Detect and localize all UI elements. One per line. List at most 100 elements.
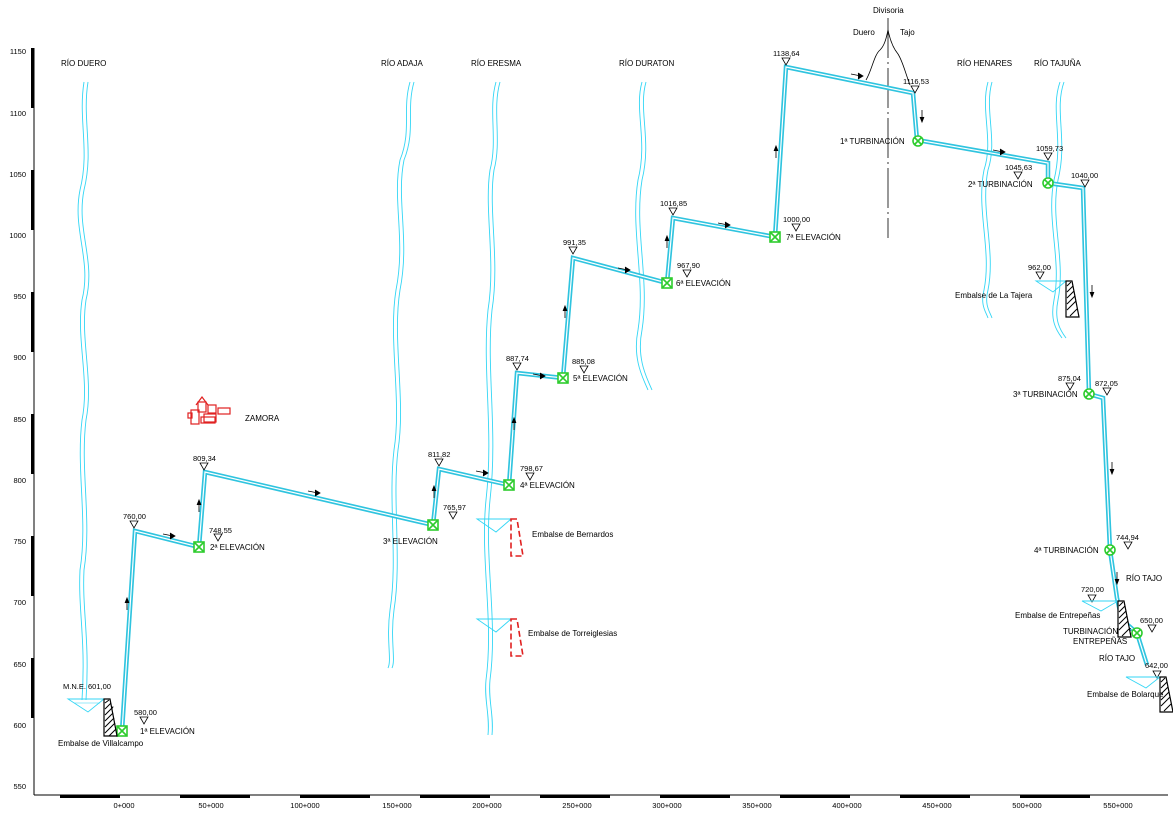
river-duero-course — [77, 81, 90, 701]
reservoir-entrepenas: Embalse de Entrepeñas — [1015, 600, 1132, 638]
elev-760: 760,00 — [123, 512, 146, 521]
elev-967: 967,90 — [677, 261, 700, 270]
label-turbinacion-2: 2ª TURBINACIÓN — [968, 180, 1033, 189]
label-turbinacion-3: 3ª TURBINACIÓN — [1013, 390, 1078, 399]
river-label-henares: RÍO HENARES — [957, 59, 1012, 68]
elev-744: 744,94 — [1116, 533, 1139, 542]
label-turbinacion-entrepenas-2: ENTREPEÑAS — [1073, 637, 1127, 646]
river-henares-course — [981, 81, 993, 319]
divide-left-label: Duero — [853, 28, 875, 37]
turbine-station-3 — [1083, 388, 1095, 400]
y-tick-900: 900 — [13, 353, 26, 362]
pump-station-7 — [769, 231, 781, 243]
reservoir-bolarque: Embalse de Bolarque — [1087, 676, 1173, 713]
elev-811: 811,82 — [428, 450, 450, 459]
label-turbinacion-1: 1ª TURBINACIÓN — [840, 137, 905, 146]
label-elevacion-2: 2ª ELEVACIÓN — [210, 543, 265, 552]
elev-1059: 1059,73 — [1036, 144, 1063, 153]
x-tick-400: 400+000 — [832, 801, 861, 810]
city-label: ZAMORA — [245, 414, 280, 423]
y-tick-700: 700 — [13, 598, 26, 607]
river-label-eresma: RÍO ERESMA — [471, 59, 522, 68]
reservoir-torreiglesias-label: Embalse de Torreiglesias — [528, 629, 617, 638]
reservoir-villalcampo: Embalse de Villalcampo — [58, 698, 144, 748]
river-label-duero: RÍO DUERO — [61, 59, 106, 68]
pump-station-1 — [116, 725, 128, 737]
y-tick-650: 650 — [13, 660, 26, 669]
elev-748: 748,55 — [209, 526, 232, 535]
river-label-duraton: RÍO DURATON — [619, 59, 674, 68]
turbine-station-entrepenas — [1131, 627, 1143, 639]
y-axis: 1150 1100 1050 1000 950 900 850 800 750 … — [9, 47, 35, 795]
river-tajuna-course — [1051, 81, 1067, 339]
x-tick-350: 350+000 — [742, 801, 771, 810]
reservoir-bernardos: Embalse de Bernardos — [475, 518, 613, 557]
elev-875: 875,04 — [1058, 374, 1081, 383]
label-elevacion-7: 7ª ELEVACIÓN — [786, 233, 841, 242]
reservoir-bernardos-label: Embalse de Bernardos — [532, 530, 613, 539]
divide-title: Divisoria — [873, 6, 904, 15]
x-tick-50: 50+000 — [198, 801, 223, 810]
y-tick-950: 950 — [13, 292, 26, 301]
elev-1000: 1000,00 — [783, 215, 810, 224]
label-elevacion-6: 6ª ELEVACIÓN — [676, 279, 731, 288]
elevation-triangles — [106, 57, 1162, 725]
divide-marker: Divisoria Duero Tajo — [853, 6, 915, 238]
pump-stations — [116, 231, 781, 737]
x-tick-150: 150+000 — [382, 801, 411, 810]
label-rio-tajo-2: RÍO TAJO — [1099, 654, 1135, 663]
pump-station-5 — [557, 372, 569, 384]
pump-station-2 — [193, 541, 205, 553]
elev-580: 580,00 — [134, 708, 157, 717]
label-elevacion-1: 1ª ELEVACIÓN — [140, 727, 195, 736]
reservoir-torreiglesias: Embalse de Torreiglesias — [475, 618, 617, 657]
reservoir-la-tajera-label: Embalse de La Tajera — [955, 291, 1033, 300]
x-tick-200: 200+000 — [472, 801, 501, 810]
reservoir-bolarque-label: Embalse de Bolarque — [1087, 690, 1164, 699]
pipe-profile — [119, 64, 1150, 732]
pump-station-3 — [427, 519, 439, 531]
label-elevacion-4: 4ª ELEVACIÓN — [520, 481, 575, 490]
pump-station-6 — [661, 277, 673, 289]
elev-887: 887,74 — [506, 354, 529, 363]
elev-885: 885,08 — [572, 357, 595, 366]
reservoir-entrepenas-label: Embalse de Entrepeñas — [1015, 611, 1100, 620]
river-label-adaja: RÍO ADAJA — [381, 59, 423, 68]
elev-991: 991,35 — [563, 238, 586, 247]
label-turbinacion-entrepenas-1: TURBINACIÓN DE — [1063, 627, 1131, 636]
y-tick-1000: 1000 — [9, 231, 26, 240]
y-tick-550: 550 — [13, 782, 26, 791]
elev-872: 872,05 — [1095, 379, 1118, 388]
elev-1045: 1045,63 — [1005, 163, 1032, 172]
elev-1116: 1116,53 — [903, 77, 929, 86]
x-tick-300: 300+000 — [652, 801, 681, 810]
y-tick-600: 600 — [13, 721, 26, 730]
turbine-station-4 — [1104, 544, 1116, 556]
y-tick-1100: 1100 — [10, 109, 26, 118]
pump-station-4 — [503, 479, 515, 491]
x-tick-250: 250+000 — [562, 801, 591, 810]
elev-mne: M.N.E. — [63, 682, 86, 691]
x-tick-550: 550+000 — [1103, 801, 1132, 810]
y-tick-800: 800 — [13, 476, 26, 485]
x-tick-0: 0+000 — [113, 801, 134, 810]
elevation-values: M.N.E. 601,00 580,00 760,00 748,55 809,3… — [63, 49, 1168, 717]
label-rio-tajo-1: RÍO TAJO — [1126, 574, 1162, 583]
reservoir-la-tajera: Embalse de La Tajera — [955, 280, 1080, 318]
elev-1040: 1040,00 — [1071, 171, 1098, 180]
label-turbinacion-4: 4ª TURBINACIÓN — [1034, 546, 1099, 555]
turbine-station-1 — [912, 135, 924, 147]
divide-right-label: Tajo — [900, 28, 915, 37]
x-tick-450: 450+000 — [922, 801, 951, 810]
station-labels: 1ª ELEVACIÓN 2ª ELEVACIÓN 3ª ELEVACIÓN 4… — [140, 137, 1162, 736]
y-tick-1050: 1050 — [9, 170, 26, 179]
y-tick-750: 750 — [13, 537, 26, 546]
reservoir-villalcampo-label: Embalse de Villalcampo — [58, 739, 144, 748]
label-elevacion-5: 5ª ELEVACIÓN — [573, 374, 628, 383]
x-axis: 0+000 50+000 100+000 150+000 200+000 250… — [34, 794, 1168, 810]
x-tick-500: 500+000 — [1012, 801, 1041, 810]
turbine-stations — [912, 135, 1143, 639]
elev-809: 809,34 — [193, 454, 216, 463]
y-tick-850: 850 — [13, 415, 26, 424]
